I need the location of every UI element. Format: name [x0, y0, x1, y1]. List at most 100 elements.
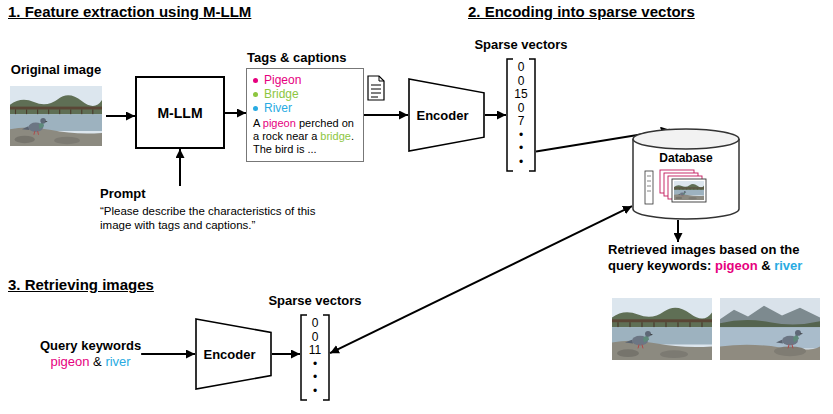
database-cylinder: Database [632, 128, 740, 220]
node-text: • [506, 129, 536, 143]
tag-item: Pigeon [253, 73, 358, 87]
section-heading: 1. Feature extraction using M-LLM [8, 3, 251, 20]
bracket-right [323, 315, 329, 400]
encoder-shape [409, 79, 484, 151]
text-run: images [671, 242, 716, 257]
database-contents [645, 170, 706, 204]
node-text: 7 [506, 115, 536, 129]
result-frame: Retrieved images based on the query keyw… [608, 242, 824, 366]
text-run: The [253, 143, 272, 155]
node-text: A pigeon perched on a rock near a bridge… [253, 117, 358, 156]
text-run [643, 258, 647, 273]
encoder-block: Encoder [195, 318, 272, 390]
text-run [308, 130, 311, 142]
node-text: Original image [6, 62, 106, 78]
text-run: keywords [647, 258, 707, 273]
input-photo [10, 86, 102, 146]
cylinder-body [633, 139, 739, 219]
bracket-left [507, 59, 513, 171]
keyword-highlight: pigeon [263, 117, 296, 129]
text-run: & [758, 258, 775, 273]
node-text: Tags & captions [247, 50, 346, 65]
node-text: Prompt [100, 186, 334, 202]
text-run: perched [299, 117, 339, 129]
keyword-highlight: bridge [320, 130, 351, 142]
node-text: Encoder [203, 347, 255, 362]
text-run: near [286, 130, 308, 142]
cylinder-outline [632, 128, 740, 220]
flow-arrow [141, 353, 195, 355]
flow-arrow [106, 115, 135, 117]
section-heading: 3. Retrieving images [8, 276, 154, 293]
flow-arrow [677, 220, 679, 242]
text-run: Retrieved [608, 242, 667, 257]
query-input: Query keywordspigeon & river [40, 338, 141, 370]
node-text: • [300, 385, 330, 399]
node-text: 15 [506, 88, 536, 102]
node-text: pigeon & river [40, 354, 141, 370]
node-text: “Please describe the characteristics of … [100, 204, 334, 232]
node-text: • [506, 156, 536, 170]
text-run [317, 130, 320, 142]
keyword-highlight: river [774, 258, 802, 273]
text-run: based [719, 242, 757, 257]
text-run: : [707, 258, 715, 273]
text-run [259, 130, 262, 142]
text-run [293, 143, 296, 155]
node-text: Database [632, 151, 740, 165]
node-text: 11 [300, 344, 330, 358]
node-text: Encoder [416, 108, 468, 123]
node-text: Sparse vectors [268, 293, 361, 308]
node-text: 0 [300, 331, 330, 345]
flow-arrow [364, 114, 408, 116]
node-text: Retrieved images based on the query keyw… [608, 242, 824, 274]
text-run: a [253, 130, 259, 142]
text-run [667, 242, 671, 257]
node-text: 0 [506, 75, 536, 89]
tag-item: Bridge [253, 87, 358, 101]
text-run: ... [304, 143, 316, 155]
text-run [339, 117, 342, 129]
encoder-shape [196, 319, 271, 389]
keyword-highlight: pigeon [715, 258, 758, 273]
keyword-highlight: pigeon [50, 354, 89, 369]
text-run [776, 242, 780, 257]
bracket-right [529, 59, 535, 171]
node-text: • [300, 358, 330, 372]
cylinder-top [633, 129, 739, 149]
input-image-frame: Original image [6, 62, 106, 150]
flow-arrow [272, 353, 300, 355]
text-run: bird [275, 143, 293, 155]
text-run: a [311, 130, 317, 142]
text-run [260, 117, 263, 129]
text-run [272, 143, 275, 155]
sparse-vector: Sparse vectors001507••• [506, 58, 536, 172]
tag-item: River [253, 101, 358, 115]
prompt-note: Prompt “Please describe the characteristi… [100, 186, 334, 232]
node-text: 0 [300, 317, 330, 331]
document-icon [368, 76, 384, 100]
sparse-vector: Sparse vectors0011••• [300, 314, 330, 401]
flow-arrow [179, 149, 181, 186]
node-text: Query keywords [40, 338, 141, 354]
text-run [283, 130, 286, 142]
text-run: rock [262, 130, 283, 142]
node-text: M-LLM [157, 105, 202, 121]
text-run [757, 242, 761, 257]
text-run: & [90, 354, 106, 369]
text-output-box: Tags & captionsPigeonBridgeRiverA pigeon… [246, 68, 364, 162]
node-text: Sparse vectors [474, 37, 567, 52]
node-text: • [506, 142, 536, 156]
text-run [716, 242, 720, 257]
node-text: • [300, 371, 330, 385]
section-heading: 2. Encoding into sparse vectors [468, 3, 695, 20]
text-run: query [608, 258, 643, 273]
text-run [296, 117, 299, 129]
result-photo [612, 298, 712, 360]
node-text: 0 [506, 61, 536, 75]
text-run: is [296, 143, 304, 155]
keyword-highlight: river [105, 354, 130, 369]
text-run: A [253, 117, 260, 129]
encoder-block: Encoder [408, 78, 485, 152]
